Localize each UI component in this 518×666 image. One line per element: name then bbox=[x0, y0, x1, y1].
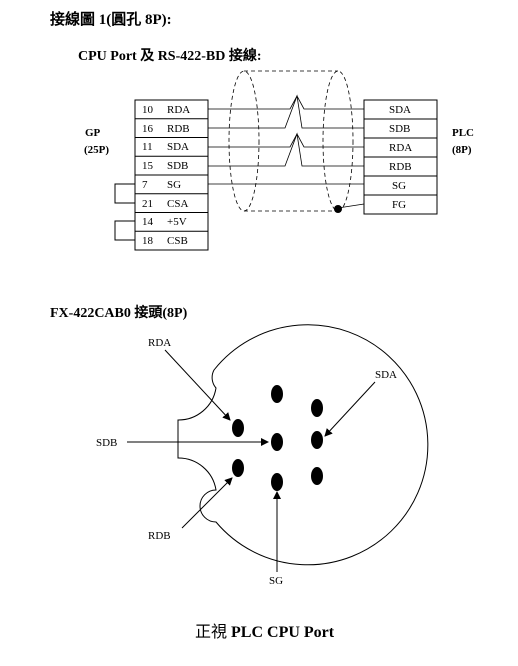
gp-pin-name: SG bbox=[167, 179, 181, 191]
shield-ground-dot bbox=[334, 205, 342, 213]
gp-jumpers bbox=[114, 183, 135, 241]
gp-pin-name: CSA bbox=[167, 198, 188, 210]
connector-arrows bbox=[127, 349, 376, 572]
label-rdb: RDB bbox=[148, 530, 171, 542]
connector-face bbox=[177, 324, 429, 566]
wire-rda-sda bbox=[208, 95, 364, 110]
pin-dot bbox=[311, 467, 323, 485]
shield-right-end bbox=[322, 70, 354, 212]
gp-block bbox=[134, 99, 209, 251]
label-sg: SG bbox=[269, 575, 283, 587]
plc-pin-name: SDA bbox=[389, 104, 411, 116]
gp-pin-num: 15 bbox=[142, 160, 154, 172]
plc-pin-name: FG bbox=[392, 199, 406, 211]
gp-pin-name: SDA bbox=[167, 141, 189, 153]
shield-left-end bbox=[228, 70, 260, 212]
plc-pins-label: (8P) bbox=[452, 144, 472, 156]
label-rda: RDA bbox=[148, 337, 171, 349]
gp-pin-num: 21 bbox=[142, 198, 153, 210]
gp-pin-name: +5V bbox=[167, 216, 187, 228]
plc-pin-name: RDB bbox=[389, 161, 412, 173]
pin-dot bbox=[232, 459, 244, 477]
wires bbox=[208, 94, 365, 209]
connector-outline bbox=[177, 324, 429, 566]
gp-pin-num: 10 bbox=[142, 104, 154, 116]
arrow-rdb bbox=[181, 477, 233, 529]
pin-dot bbox=[271, 473, 283, 491]
connector-title: FX-422CAB0 接頭(8P) bbox=[50, 306, 188, 321]
gp-label: GP bbox=[85, 127, 101, 139]
cable-shield bbox=[228, 70, 354, 212]
connector-pins bbox=[232, 385, 323, 491]
wiring-subtitle: CPU Port 及 RS-422-BD 接線: bbox=[78, 49, 262, 64]
wire-fg bbox=[337, 203, 365, 209]
plc-label: PLC bbox=[452, 127, 474, 139]
gp-pin-num: 18 bbox=[142, 235, 154, 247]
jumper-5v-csb bbox=[114, 220, 135, 241]
wire-rdb-sdb bbox=[208, 94, 364, 129]
plc-pin-name: SDB bbox=[389, 123, 410, 135]
pin-dot bbox=[271, 385, 283, 403]
page-title: 接線圖 1(圓孔 8P): bbox=[50, 12, 172, 28]
pin-dot bbox=[271, 433, 283, 451]
footer-caption: 正視 PLC CPU Port bbox=[195, 618, 334, 642]
gp-pin-num: 14 bbox=[142, 216, 154, 228]
gp-pin-name: RDB bbox=[167, 123, 190, 135]
pin-dot bbox=[311, 399, 323, 417]
gp-pins-label: (25P) bbox=[84, 144, 109, 156]
gp-pin-name: RDA bbox=[167, 104, 190, 116]
wire-sdb-rdb bbox=[208, 132, 364, 167]
footer-bold-text: PLC CPU Port bbox=[231, 624, 335, 641]
gp-pin-num: 11 bbox=[142, 141, 153, 153]
arrow-rda bbox=[164, 349, 231, 421]
pin-dot bbox=[232, 419, 244, 437]
plc-rows: SDA SDB RDA RDB SG FG bbox=[389, 104, 412, 211]
pin-dot bbox=[311, 431, 323, 449]
jumper-sg-csa bbox=[114, 183, 135, 204]
label-sdb: SDB bbox=[96, 437, 117, 449]
gp-pin-name: SDB bbox=[167, 160, 188, 172]
arrow-sda bbox=[324, 381, 376, 437]
gp-pin-name: CSB bbox=[167, 235, 188, 247]
footer-prefix: 正視 bbox=[195, 624, 228, 641]
gp-rows: 10 RDA 16 RDB 11 SDA 15 SDB 7 SG 21 CSA … bbox=[142, 104, 190, 247]
plc-block bbox=[363, 99, 438, 215]
label-sda: SDA bbox=[375, 369, 397, 381]
gp-pin-num: 16 bbox=[142, 123, 154, 135]
plc-pin-name: SG bbox=[392, 180, 406, 192]
plc-pin-name: RDA bbox=[389, 142, 412, 154]
wire-sda-rda bbox=[208, 133, 364, 148]
gp-pin-num: 7 bbox=[142, 179, 148, 191]
connector-labels: RDA SDA SDB RDB SG bbox=[96, 337, 397, 587]
